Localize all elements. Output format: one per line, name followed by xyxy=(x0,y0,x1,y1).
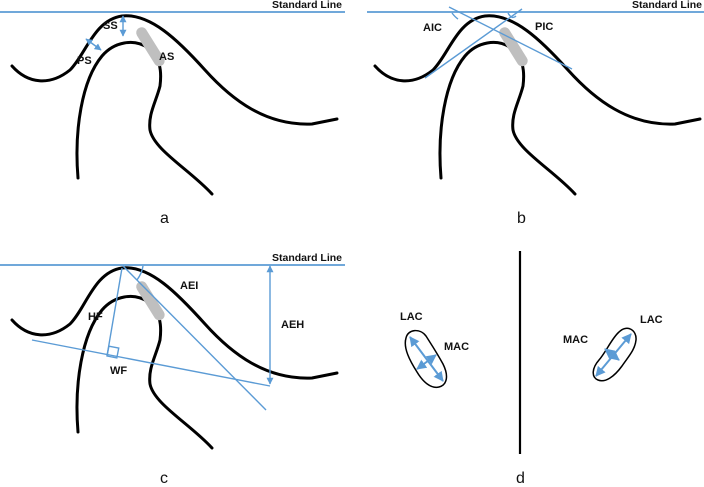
label-lac-left: LAC xyxy=(400,311,423,323)
shaded-region-a xyxy=(136,27,165,67)
label-wf: WF xyxy=(110,365,127,377)
label-pic: PIC xyxy=(535,21,553,33)
label-as: AS xyxy=(159,51,174,63)
label-aei: AEI xyxy=(180,280,198,292)
pic-angle-arc xyxy=(507,12,517,19)
inner-curve-a xyxy=(75,40,214,196)
label-aic: AIC xyxy=(423,22,442,34)
panel-label-a: a xyxy=(160,210,169,227)
panel-label-c: c xyxy=(160,470,168,487)
label-hf: HF xyxy=(88,311,103,323)
inner-curve-b xyxy=(438,40,577,196)
panel-d: LAC MAC MAC LAC d xyxy=(400,251,663,487)
hf-line xyxy=(106,267,123,357)
mac-arrow-left xyxy=(416,354,437,370)
standard-line-label-b: Standard Line xyxy=(632,0,702,11)
standard-line-label-c: Standard Line xyxy=(272,252,342,264)
aei-angle-arc xyxy=(136,265,144,281)
right-angle-marker xyxy=(106,345,120,359)
panel-label-b: b xyxy=(517,210,526,227)
label-lac-right: LAC xyxy=(640,314,663,326)
label-aeh: AEH xyxy=(281,319,304,331)
label-mac-left: MAC xyxy=(444,341,469,353)
lac-arrow-left xyxy=(409,336,444,382)
outer-curve-a xyxy=(10,14,339,126)
standard-line-label-a: Standard Line xyxy=(272,0,342,11)
outer-curve-b xyxy=(373,14,702,126)
aei-line xyxy=(122,265,267,411)
label-ps: PS xyxy=(77,55,92,67)
pic-tangent-line xyxy=(448,6,573,70)
panel-label-d: d xyxy=(516,470,525,487)
panel-c: Standard Line AEI AEH HF WF c xyxy=(0,252,345,487)
panel-a: Standard Line SS PS AS a xyxy=(0,0,345,227)
outer-curve-c xyxy=(10,266,339,380)
aic-tangent-line xyxy=(424,8,523,79)
shaded-region-b xyxy=(499,27,528,67)
aic-angle-arc xyxy=(451,12,459,20)
mac-arrow-right xyxy=(604,348,620,361)
panel-b: Standard Line AIC PIC b xyxy=(367,0,704,227)
base-line xyxy=(31,339,271,387)
label-ss: SS xyxy=(103,20,118,32)
ps-arrow xyxy=(85,38,102,51)
shaded-region-c xyxy=(136,281,165,321)
label-mac-right: MAC xyxy=(563,334,588,346)
